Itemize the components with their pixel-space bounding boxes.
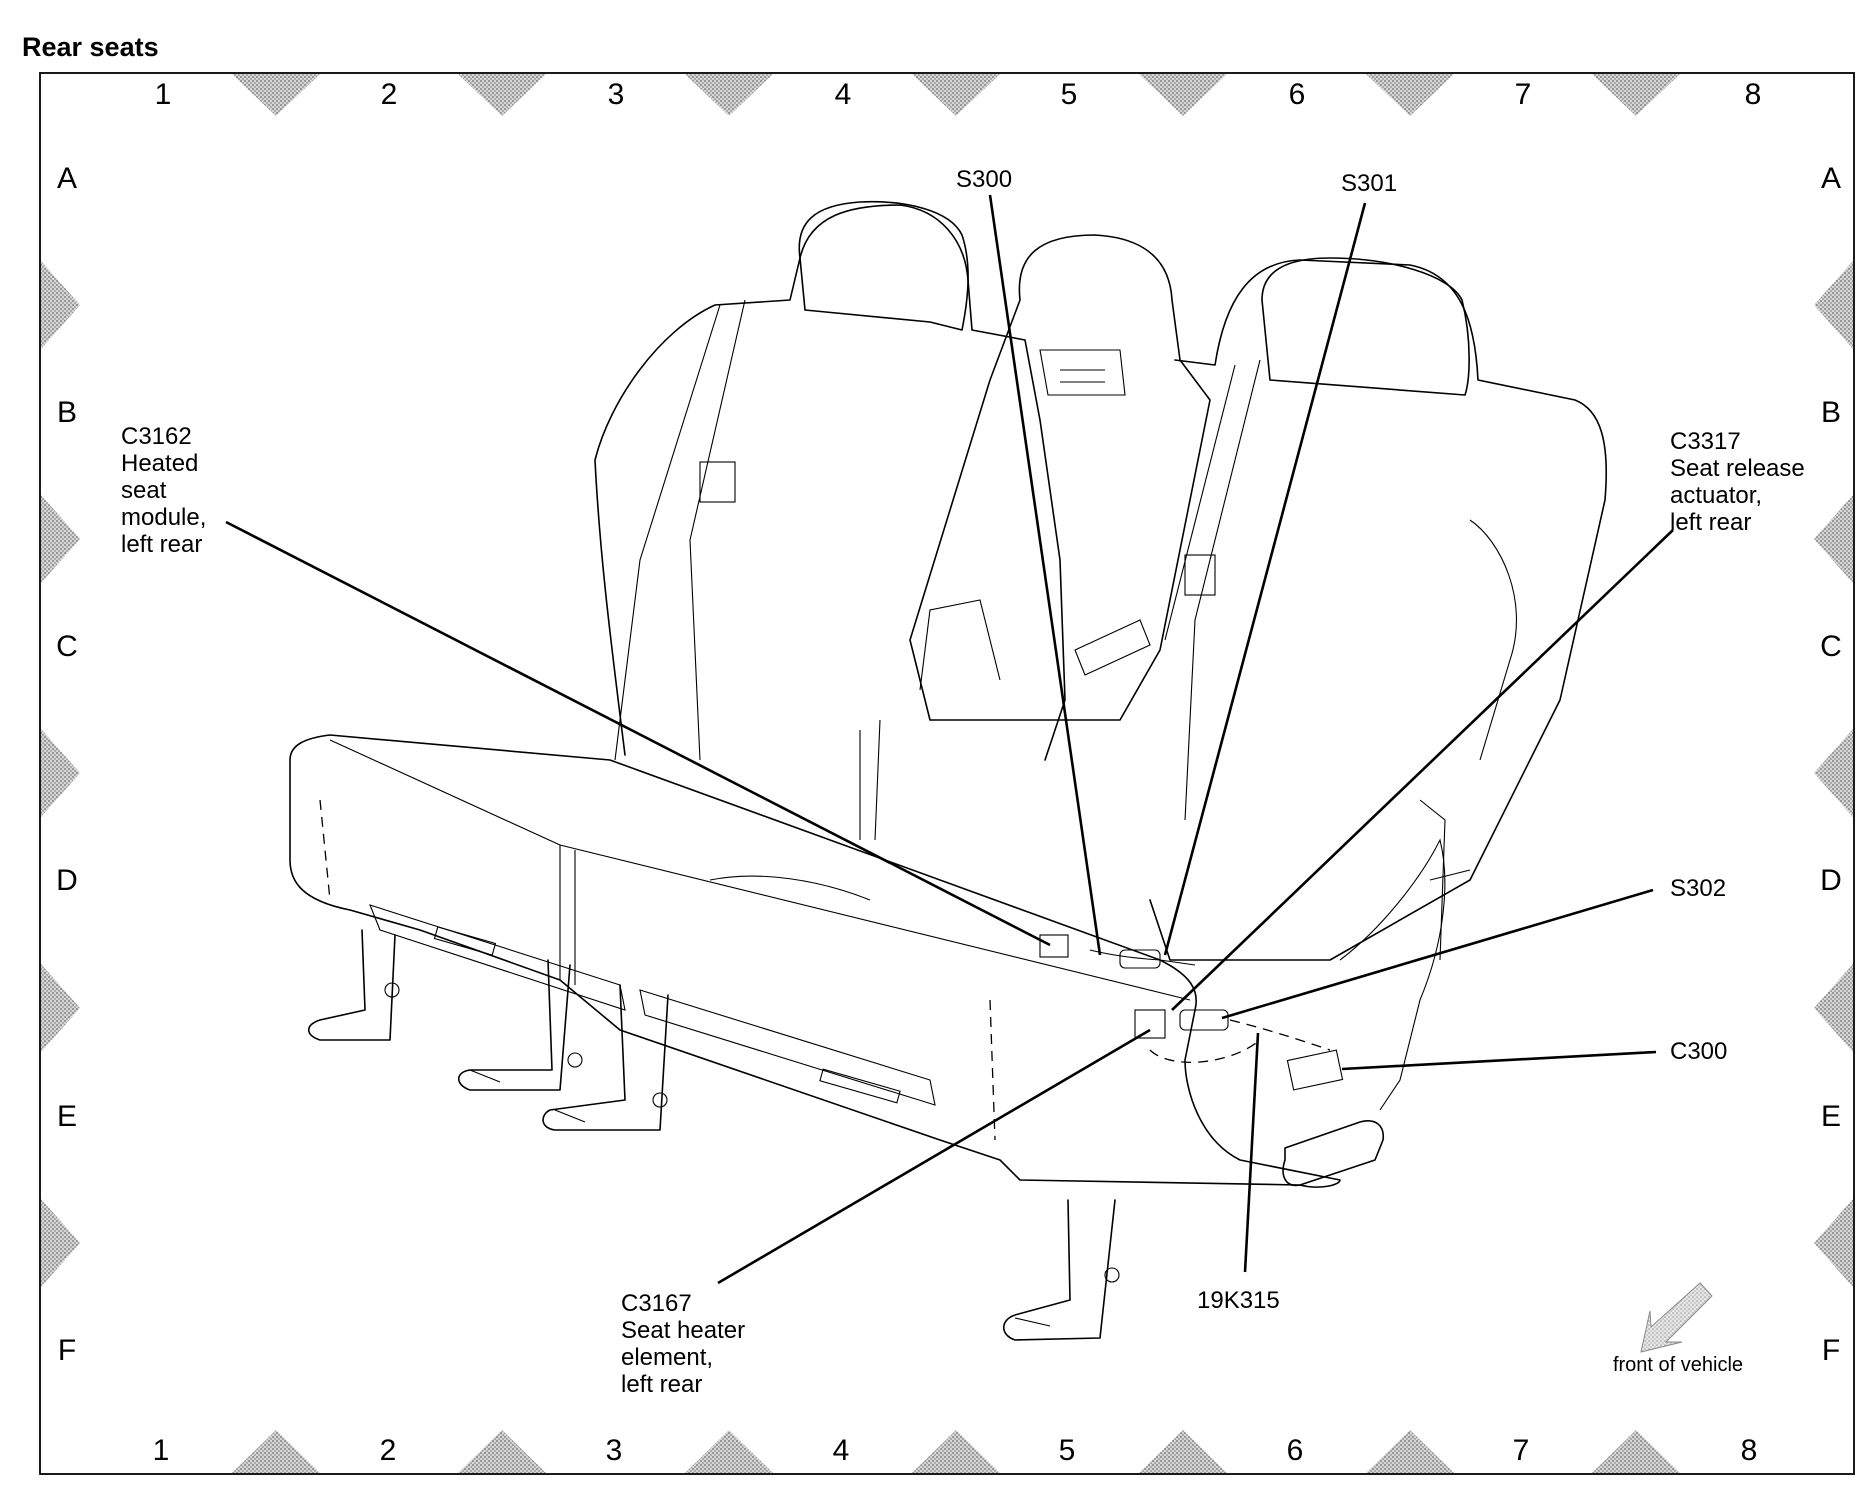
grid-marker-right-2 (1814, 495, 1853, 583)
grid-marker-left-1 (41, 261, 80, 349)
grid-marker-left-2 (41, 495, 80, 583)
row-label-right-a: A (1821, 162, 1841, 195)
callout-s300: S300 (956, 166, 1012, 193)
leader-c300 (1341, 1050, 1657, 1071)
grid-marker-bottom-5 (1139, 1430, 1227, 1473)
grid-marker-left-5 (41, 1199, 80, 1287)
row-label-left-f: F (58, 1334, 76, 1367)
col-label-top-5: 5 (1061, 78, 1078, 111)
grid-marker-right-5 (1814, 1199, 1853, 1287)
connector-s302 (1179, 1009, 1229, 1031)
grid-marker-top-2 (458, 74, 546, 116)
connector-c300 (1286, 1049, 1344, 1091)
callout-19k315: 19K315 (1197, 1287, 1280, 1314)
grid-marker-top-6 (1366, 74, 1454, 116)
leader-c3317 (1171, 529, 1674, 1011)
callout-s301: S301 (1341, 170, 1397, 197)
page-title: Rear seats (22, 32, 159, 62)
row-label-left-a: A (57, 162, 77, 195)
leader-lines (225, 194, 1674, 1285)
grid-marker-bottom-1 (232, 1430, 320, 1473)
grid-marker-bottom-7 (1592, 1430, 1680, 1473)
leader-c3162 (225, 520, 1051, 947)
row-label-left-e: E (57, 1100, 77, 1133)
grid-markers (41, 74, 1853, 1473)
rear-seat-illustration (289, 200, 1608, 1341)
col-label-top-1: 1 (155, 78, 172, 111)
col-label-top-4: 4 (835, 78, 852, 111)
grid-marker-right-1 (1814, 261, 1853, 349)
col-label-top-2: 2 (381, 78, 398, 111)
seatback-center (909, 234, 1211, 721)
grid-marker-bottom-4 (912, 1430, 1000, 1473)
row-label-right-d: D (1820, 864, 1842, 897)
col-label-bottom-1: 1 (153, 1434, 170, 1467)
leader-s301 (1163, 202, 1367, 956)
row-label-right-b: B (1821, 396, 1841, 429)
seat-release-handle (1282, 1120, 1385, 1187)
callout-s302: S302 (1670, 875, 1726, 902)
col-label-bottom-2: 2 (380, 1434, 397, 1467)
seatback-left (594, 204, 1066, 761)
grid-marker-bottom-2 (458, 1430, 546, 1473)
seatback-right (1149, 259, 1608, 961)
leader-c3167 (717, 1028, 1151, 1285)
grid-marker-left-4 (41, 964, 80, 1052)
row-label-left-d: D (56, 864, 78, 897)
row-label-right-c: C (1820, 630, 1842, 663)
grid-marker-right-4 (1814, 964, 1853, 1052)
col-label-bottom-3: 3 (606, 1434, 623, 1467)
grid-marker-top-5 (1139, 74, 1227, 116)
grid-marker-top-4 (912, 74, 1000, 116)
grid-marker-left-3 (41, 729, 80, 817)
col-label-bottom-8: 8 (1741, 1434, 1758, 1467)
grid-marker-bottom-6 (1366, 1430, 1454, 1473)
row-label-left-b: B (57, 396, 77, 429)
callout-c3162: C3162 Heated seat module, left rear (121, 423, 213, 558)
leader-s302 (1221, 888, 1654, 1020)
grid-marker-top-7 (1592, 74, 1680, 116)
callout-c3167: C3167 Seat heater element, left rear (621, 1290, 752, 1398)
connector-c3162 (1039, 934, 1069, 958)
grid-marker-right-3 (1814, 729, 1853, 817)
leader-19k315 (1243, 1032, 1260, 1273)
col-label-bottom-6: 6 (1287, 1434, 1304, 1467)
leg-front-left (307, 929, 396, 1041)
col-label-top-3: 3 (608, 78, 625, 111)
col-label-top-8: 8 (1745, 78, 1762, 111)
row-label-left-c: C (56, 630, 78, 663)
arrow-down-left-icon (1640, 1282, 1713, 1353)
connector-s300 (1119, 949, 1161, 969)
row-label-right-f: F (1822, 1334, 1840, 1367)
seat-cushion (289, 734, 1341, 1188)
leader-s300 (988, 194, 1102, 956)
leg-mid-left (457, 959, 571, 1091)
headrest-left (798, 200, 969, 331)
row-label-right-e: E (1821, 1100, 1841, 1133)
col-label-bottom-4: 4 (833, 1434, 850, 1467)
front-of-vehicle-indicator: front of vehicle (1613, 1282, 1743, 1376)
grid-labels: 1 2 3 4 5 6 7 8 1 2 3 4 5 6 7 8 A B C D … (56, 78, 1842, 1467)
connector-c3167 (1134, 1009, 1166, 1039)
col-label-bottom-5: 5 (1059, 1434, 1076, 1467)
callout-c3317: C3317 Seat release actuator, left rear (1670, 428, 1811, 536)
callout-labels: S300 S301 C3162 Heated seat module, left… (121, 166, 1811, 1398)
grid-marker-top-3 (685, 74, 773, 116)
col-label-bottom-7: 7 (1513, 1434, 1530, 1467)
headrest-right (1261, 257, 1470, 396)
grid-marker-bottom-3 (685, 1430, 773, 1473)
leg-center (542, 984, 669, 1131)
col-label-top-7: 7 (1515, 78, 1532, 111)
front-of-vehicle-label: front of vehicle (1613, 1354, 1743, 1376)
grid-marker-top-1 (232, 74, 320, 116)
col-label-top-6: 6 (1289, 78, 1306, 111)
diagram-frame (39, 72, 1855, 1475)
leg-right (1002, 1199, 1116, 1341)
callout-c300: C300 (1670, 1038, 1727, 1065)
